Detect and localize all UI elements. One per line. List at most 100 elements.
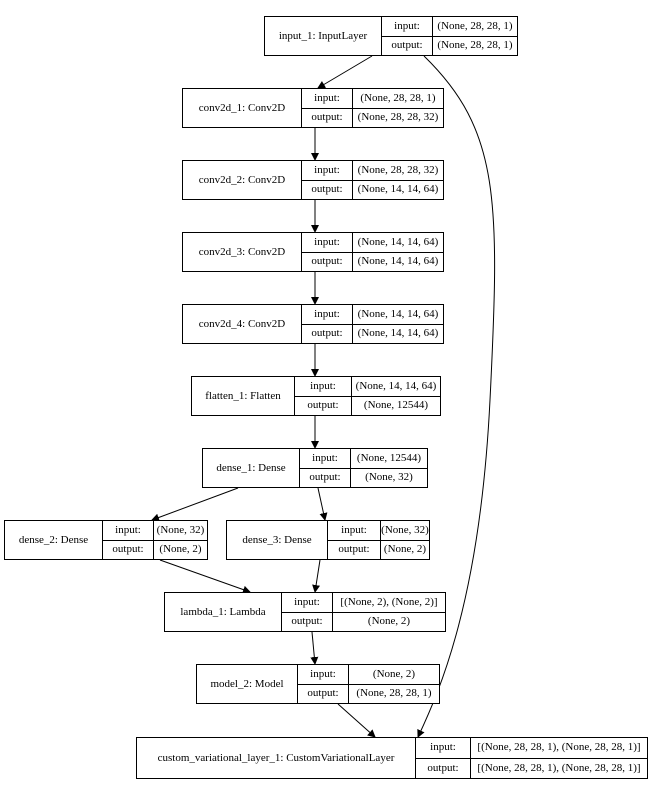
layer-name: model_2: Model: [197, 665, 298, 703]
input-row: input: (None, 28, 28, 1): [382, 17, 517, 36]
output-shape: (None, 2): [159, 543, 202, 556]
input-label: input:: [416, 738, 471, 758]
input-label: input:: [103, 521, 154, 540]
input-shape: (None, 14, 14, 64): [357, 235, 439, 248]
input-label: input:: [382, 17, 433, 36]
layer-name: conv2d_1: Conv2D: [183, 89, 302, 127]
output-row: output:(None, 14, 14, 64): [302, 251, 443, 271]
output-row: output:(None, 32): [300, 467, 427, 487]
output-label: output:: [282, 612, 333, 631]
layer-name: conv2d_3: Conv2D: [183, 233, 302, 271]
output-label: output:: [302, 108, 353, 127]
input-shape: (None, 28, 28, 1): [437, 19, 513, 32]
output-row: output: (None, 14, 14, 64): [302, 179, 443, 199]
output-row: output:(None, 2): [328, 539, 429, 559]
edge-lambda-1-to-model-2: [310, 631, 319, 665]
layer-name: flatten_1: Flatten: [192, 377, 295, 415]
output-row: output: (None, 2): [103, 539, 207, 559]
input-row: input:(None, 14, 14, 64): [295, 377, 440, 396]
output-row: output:(None, 12544): [295, 395, 440, 415]
input-label: input:: [282, 593, 333, 612]
input-shape: [(None, 2), (None, 2)]: [340, 595, 438, 608]
input-row: input: (None, 14, 14, 64): [302, 233, 443, 252]
input-row: input: [(None, 28, 28, 1), (None, 28, 28,…: [416, 738, 647, 758]
output-shape: (None, 14, 14, 64): [357, 255, 439, 268]
output-row: output: (None, 28, 28, 1): [298, 683, 439, 703]
input-label: input:: [302, 89, 353, 108]
output-shape: (None, 2): [367, 615, 411, 628]
input-label: input:: [302, 305, 353, 324]
layer-name: dense_2: Dense: [5, 521, 103, 559]
output-label: output:: [328, 540, 381, 559]
output-shape: (None, 14, 14, 64): [357, 183, 439, 196]
output-row: output: (None, 28, 28, 1): [382, 35, 517, 55]
input-shape: (None, 28, 28, 32): [357, 163, 439, 176]
edge-input-1-to-conv2d-1: [317, 55, 373, 89]
input-label: input:: [302, 161, 353, 180]
output-row: output: (None, 14, 14, 64): [302, 323, 443, 343]
input-row: input: (None, 2): [298, 665, 439, 684]
layer-node-custom-variational-layer-1: custom_variational_layer_1: CustomVariat…: [136, 737, 648, 779]
output-shape: (None, 2): [383, 543, 427, 556]
input-shape: (None, 14, 14, 64): [357, 307, 439, 320]
output-label: output:: [300, 468, 351, 487]
input-shape: [(None, 28, 28, 1), (None, 28, 28, 1)]: [477, 741, 641, 754]
output-shape: (None, 28, 28, 32): [357, 111, 439, 124]
input-shape: (None, 12544): [356, 451, 422, 464]
layer-name: dense_3: Dense: [227, 521, 328, 559]
edge-dense-1-to-dense-2: [151, 487, 239, 522]
input-shape: (None, 28, 28, 1): [360, 91, 436, 104]
output-label: output:: [302, 180, 353, 199]
input-shape: (None, 14, 14, 64): [355, 379, 437, 392]
input-shape: (None, 32): [156, 523, 205, 536]
output-label: output:: [302, 324, 353, 343]
output-label: output:: [298, 684, 349, 703]
input-row: input:(None, 32): [328, 521, 429, 540]
layer-name: dense_1: Dense: [203, 449, 300, 487]
output-shape: [(None, 28, 28, 1), (None, 28, 28, 1)]: [477, 761, 641, 774]
layer-name: input_1: InputLayer: [265, 17, 382, 55]
input-row: input: (None, 14, 14, 64): [302, 305, 443, 324]
input-shape: (None, 32): [381, 523, 429, 536]
edge-dense-3-to-lambda-1: [312, 559, 321, 593]
layer-name: conv2d_2: Conv2D: [183, 161, 302, 199]
input-label: input:: [328, 521, 381, 540]
input-row: input: (None, 28, 28, 1): [302, 89, 443, 108]
edge-dense-2-to-lambda-1: [159, 559, 251, 594]
layer-name: custom_variational_layer_1: CustomVariat…: [137, 738, 416, 778]
output-label: output:: [382, 36, 433, 55]
output-label: output:: [416, 758, 471, 778]
output-shape: (None, 28, 28, 1): [437, 39, 513, 52]
layer-name: lambda_1: Lambda: [165, 593, 282, 631]
input-shape: (None, 2): [372, 667, 416, 680]
edge-input-1-to-custom-variational-layer-1: [417, 55, 496, 738]
output-shape: (None, 14, 14, 64): [357, 327, 439, 340]
input-label: input:: [300, 449, 351, 468]
input-label: input:: [298, 665, 349, 684]
input-row: input: (None, 28, 28, 32): [302, 161, 443, 180]
edge-dense-1-to-dense-3: [317, 487, 328, 521]
output-shape: (None, 12544): [363, 399, 429, 412]
output-row: output: (None, 2): [282, 611, 445, 631]
input-row: input:(None, 32): [103, 521, 207, 540]
output-label: output:: [103, 540, 154, 559]
input-label: input:: [302, 233, 353, 252]
input-row: input: [(None, 2), (None, 2)]: [282, 593, 445, 612]
output-row: output: [(None, 28, 28, 1), (None, 28, 28…: [416, 757, 647, 778]
output-shape: (None, 28, 28, 1): [356, 687, 432, 700]
input-row: input: (None, 12544): [300, 449, 427, 468]
output-row: output: (None, 28, 28, 32): [302, 107, 443, 127]
input-label: input:: [295, 377, 352, 396]
